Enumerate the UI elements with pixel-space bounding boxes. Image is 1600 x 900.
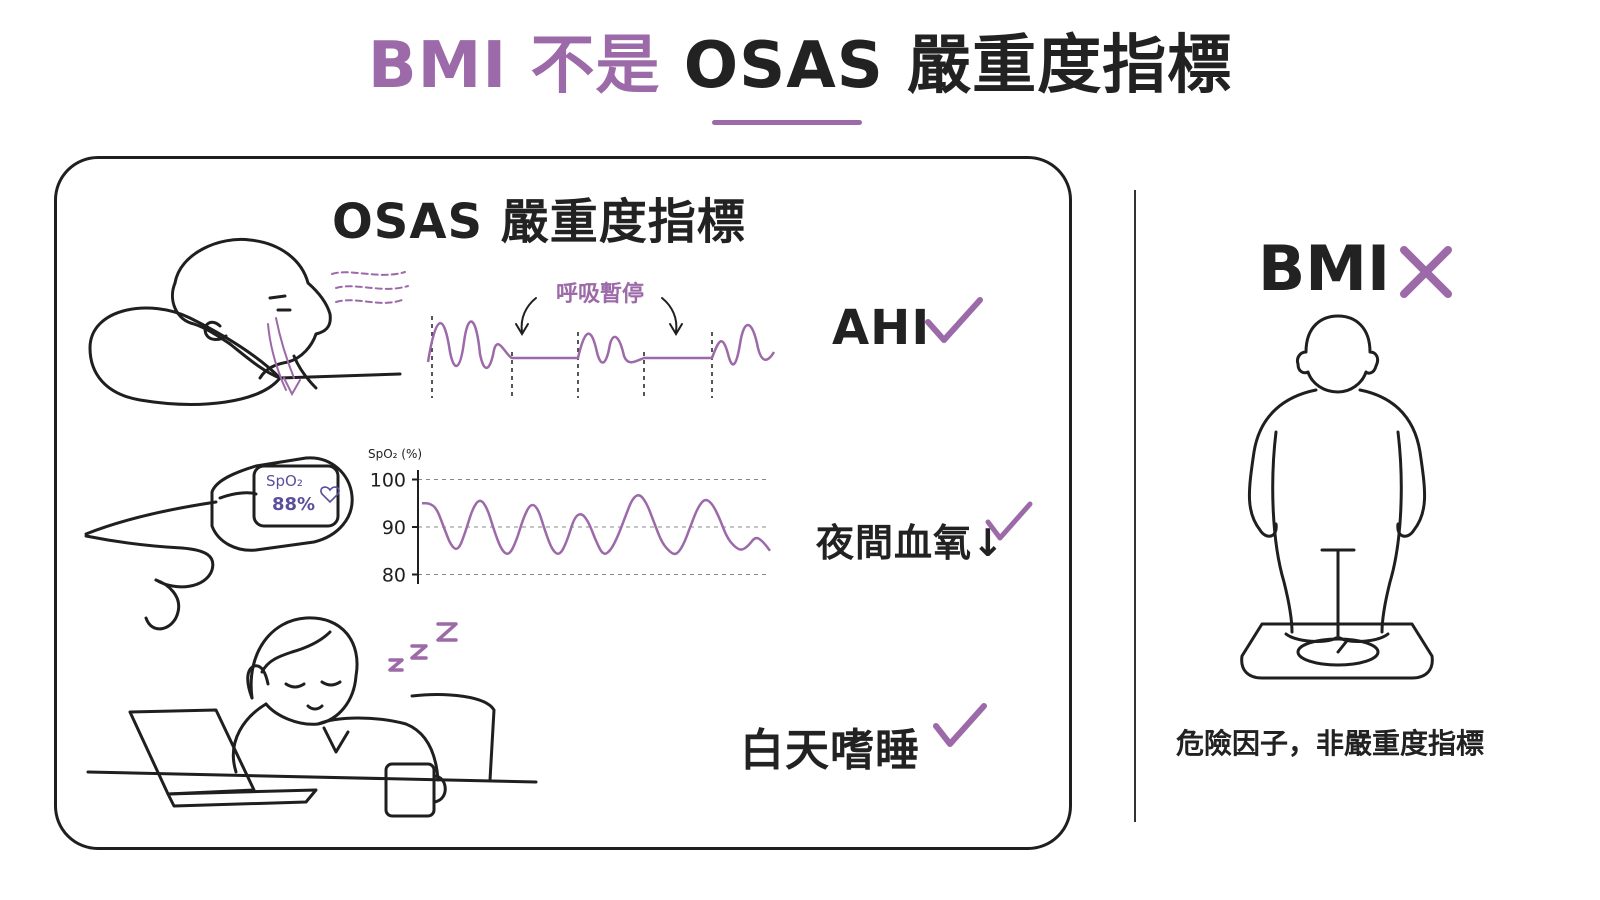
check-icon [933,703,987,747]
heart-icon [320,486,340,504]
oximeter-value: 88% [272,494,315,515]
oximeter-icon: SpO₂ 88% [84,456,354,631]
spo2-axis-label: SpO₂ (%) [368,447,422,461]
cross-icon [1400,246,1452,298]
metric-ahi: AHI [832,300,931,356]
spo2-tick-label: 80 [382,565,406,587]
sleeping-person-icon [88,237,409,406]
check-icon [925,297,983,343]
overweight-person-on-scale-icon [1240,314,1434,680]
check-icon [985,501,1033,541]
panel-title: OSAS 嚴重度指標 [332,194,746,250]
page-title: BMI 不是 OSAS 嚴重度指標 [0,28,1600,105]
spo2-series-line [422,494,771,556]
apnea-label: 呼吸暫停 [556,282,645,307]
metric-night-spo2: 夜間血氧↓ [816,521,1005,565]
apnea-waveform [426,297,776,398]
divider [1134,190,1136,822]
metric-daytime-sleepiness: 白天嗜睡 [740,725,920,776]
title-part-bmi: BMI 不是 [367,29,661,103]
sleepy-person-icon [86,616,538,818]
oximeter-label: SpO₂ [266,472,303,490]
bmi-label: BMI [1258,232,1391,305]
spo2-tick-label: 90 [382,517,406,539]
spo2-chart: SpO₂ (%) 100 90 80 [368,447,771,587]
bmi-caption: 危險因子，非嚴重度指標 [1176,727,1485,760]
title-underline [712,120,862,125]
osas-panel [54,156,1072,850]
spo2-tick-label: 100 [370,470,406,492]
title-part-osas: OSAS 嚴重度指標 [683,29,1233,103]
